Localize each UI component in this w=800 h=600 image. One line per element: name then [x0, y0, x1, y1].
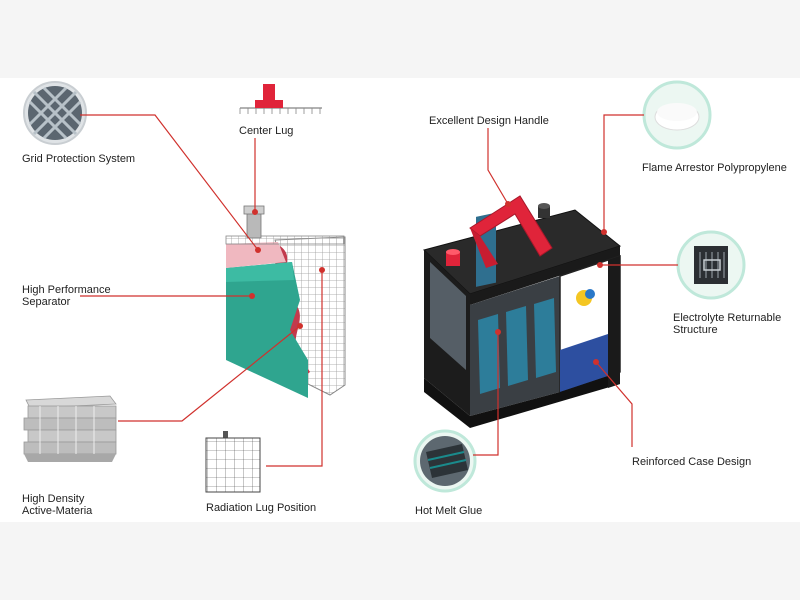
radiation-grid-icon [205, 431, 261, 493]
electrolyte-structure-icon [676, 230, 746, 300]
battery-terminals [446, 203, 550, 266]
leader-reinforced-case [595, 361, 633, 447]
label-radiation-lug: Radiation Lug Position [206, 502, 317, 514]
white-band [0, 78, 800, 522]
plate-assembly [225, 205, 346, 398]
label-separator-line2: Separator [22, 296, 71, 308]
battery-body [423, 209, 622, 428]
label-active-material-line2: Active-Materia [22, 505, 93, 517]
leader-dots [249, 201, 607, 365]
label-center-lug: Center Lug [239, 125, 294, 137]
label-reinforced-case: Reinforced Case Design [632, 456, 752, 468]
leader-active-material [118, 325, 301, 422]
label-grid-protection: Grid Protection System [22, 153, 136, 165]
label-electrolyte-line1: Electrolyte Returnable [673, 312, 782, 324]
grid-mesh-icon [23, 81, 87, 145]
leader-grid-protection [80, 114, 259, 251]
hot-melt-glue-icon [413, 429, 477, 493]
center-lug-icon [239, 84, 322, 114]
label-active-material-line1: High Density [22, 493, 85, 505]
leader-radiation-lug [266, 270, 323, 467]
leader-lines [80, 114, 678, 467]
flame-arrestor-disc-icon [642, 80, 712, 150]
label-separator-line1: High Performance [22, 284, 111, 296]
battery-handle [469, 195, 553, 268]
label-hot-melt-glue: Hot Melt Glue [415, 505, 483, 517]
label-flame-arrestor: Flame Arrestor Polypropylene [642, 162, 787, 174]
label-handle: Excellent Design Handle [429, 115, 549, 127]
leader-flame-arrestor [603, 114, 644, 232]
leader-handle [487, 128, 509, 205]
leader-hot-melt [473, 332, 499, 456]
lead-ingots-icon [23, 395, 117, 462]
label-electrolyte-line2: Structure [673, 324, 718, 336]
